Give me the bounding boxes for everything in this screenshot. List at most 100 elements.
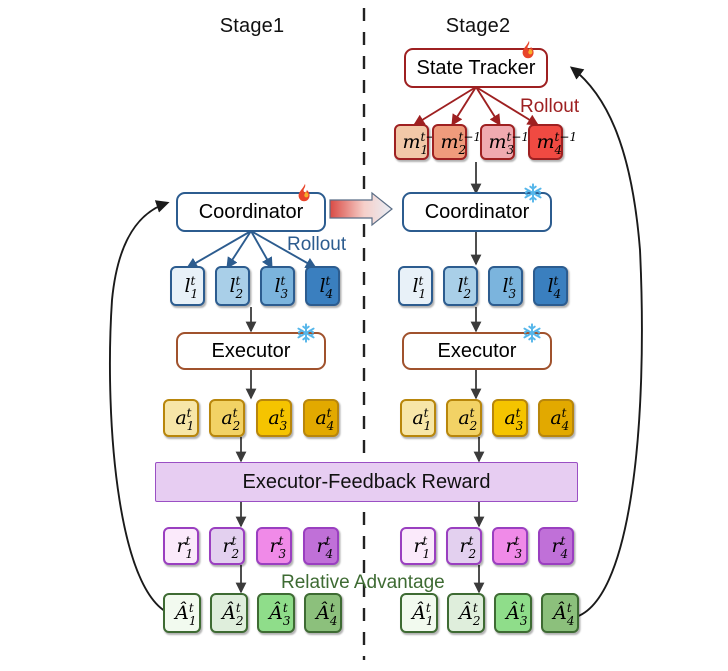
- state-tracker-box[interactable]: State Tracker: [404, 40, 548, 88]
- coordinator-stage1-box[interactable]: Coordinator: [176, 183, 326, 232]
- action-s2-1-sup: t: [423, 405, 429, 420]
- executor-stage2-box[interactable]: Executor: [402, 323, 552, 370]
- memory-token-3-sub: 3: [506, 142, 515, 157]
- rollout-label-red: Rollout: [520, 96, 580, 117]
- advantage-s1-1-symbol: Â: [175, 601, 189, 624]
- state-tracker-label: State Tracker: [416, 56, 536, 79]
- latent-s1-1-sub: 1: [190, 286, 199, 301]
- reward-s2-4-sub: 4: [560, 546, 569, 561]
- reward-s1-1-sub: 1: [185, 546, 194, 561]
- coordinator-stage2-box[interactable]: Coordinator: [402, 183, 552, 232]
- executor-stage1-box[interactable]: Executor: [176, 323, 326, 370]
- memory-token-1-sub: 1: [420, 142, 429, 157]
- latent-s2-3-symbol: l: [502, 274, 509, 297]
- action-s2-2-sup: t: [469, 405, 475, 420]
- action-s1-4-sub: 4: [326, 418, 335, 433]
- latent-s1-3-sub: 3: [280, 286, 289, 301]
- snowflake-icon: [521, 322, 543, 344]
- action-s1-4-sup: t: [326, 405, 332, 420]
- fire-icon: [294, 182, 316, 204]
- action-s2-1-symbol: a: [412, 406, 424, 429]
- latent-s1-2-sub: 2: [235, 286, 244, 301]
- latent-s1-4-sub: 4: [325, 286, 334, 301]
- memory-token-4-symbol: m: [536, 130, 555, 153]
- latent-s1-3-sup: t: [280, 273, 286, 288]
- advantage-s2-2-symbol: Â: [459, 601, 473, 624]
- latent-s2-4-symbol: l: [547, 274, 554, 297]
- coordinator-stage2-label: Coordinator: [424, 200, 530, 223]
- latent-s2-3-sub: 3: [508, 286, 517, 301]
- advantage-s1-3-symbol: Â: [269, 601, 283, 624]
- stage-transition-arrow: [329, 191, 393, 227]
- memory-token-4-sup: t−1: [554, 129, 578, 144]
- action-s2-3-sup: t: [515, 405, 521, 420]
- advantage-s2-1-symbol: Â: [412, 601, 426, 624]
- action-s1-1-symbol: a: [175, 406, 187, 429]
- advantage-s1-2-sup: t: [235, 600, 241, 615]
- advantage-s2-3-sup: t: [519, 600, 525, 615]
- action-s1-3-symbol: a: [268, 406, 280, 429]
- snowflake-icon: [522, 182, 544, 204]
- advantage-s2-3-sub: 3: [519, 613, 528, 628]
- executor-feedback-reward-label: Executor-Feedback Reward: [242, 470, 491, 493]
- advantage-s2-4-symbol: Â: [553, 601, 567, 624]
- latent-s1-4-sup: t: [325, 273, 331, 288]
- action-s1-2-symbol: a: [221, 406, 233, 429]
- action-s1-1-sup: t: [186, 405, 192, 420]
- action-s2-4-sup: t: [561, 405, 567, 420]
- memory-token-1-symbol: m: [402, 130, 421, 153]
- executor-feedback-reward-bar[interactable]: Executor-Feedback Reward: [155, 462, 578, 502]
- advantage-s1-2-sub: 2: [235, 613, 244, 628]
- latent-s2-1-sup: t: [418, 273, 424, 288]
- advantage-s1-2-symbol: Â: [222, 601, 236, 624]
- stage2-title: Stage2: [445, 14, 511, 37]
- reward-s2-1-symbol: r: [413, 534, 423, 557]
- reward-s1-1-symbol: r: [176, 534, 186, 557]
- action-s2-1-sub: 1: [423, 418, 432, 433]
- action-s2-3-symbol: a: [504, 406, 516, 429]
- latent-s1-2-symbol: l: [229, 274, 236, 297]
- advantage-s2-2-sub: 2: [472, 613, 481, 628]
- advantage-s1-4-symbol: Â: [316, 601, 330, 624]
- action-s1-4-symbol: a: [315, 406, 327, 429]
- memory-token-3-sup: t−1: [506, 129, 530, 144]
- reward-s2-1-sub: 1: [422, 546, 431, 561]
- memory-token-1[interactable]: mt−11: [394, 124, 443, 160]
